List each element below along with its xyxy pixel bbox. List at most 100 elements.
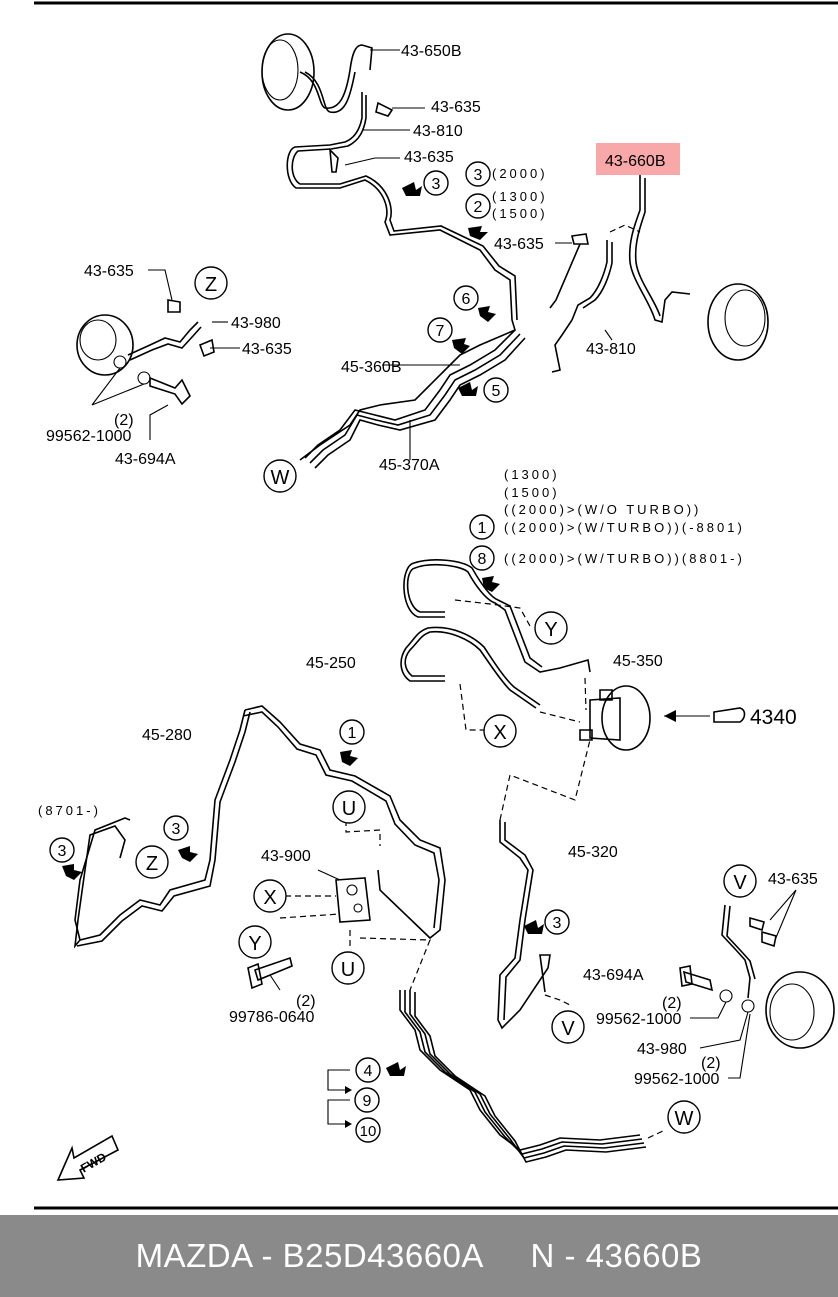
label-43-635-d: 43-635 [84,263,134,280]
rear-left-disc-shape [76,314,134,376]
circle-markers: 3 3 2 6 7 5 1 8 1 3 3 3 4 9 10 Z W Y X Z… [49,161,757,1143]
label-45-320: 45-320 [568,844,618,861]
label-43-694a-b: 43-694A [583,967,644,984]
label-43-980-a: 43-980 [231,315,281,332]
label-43-694a-a: 43-694A [115,451,176,468]
label-qty-c: (2) [701,1055,721,1072]
label-43-900: 43-900 [261,848,311,865]
clip-43-635-b-shape [329,147,339,173]
marker-3-a: 3 [432,176,441,193]
hose-43-660b-shape [628,175,691,324]
clip-43-635-d-shape [167,299,181,313]
top-brake-line-shape [286,92,516,461]
variant-2000-turbo-b: ((2000)>(W/TURBO))(8801-) [504,551,745,566]
rear-right-disc-shape [765,971,835,1049]
part-labels: 43-650B 43-635 43-810 43-635 43-660B 43-… [46,43,818,1176]
label-45-350: 45-350 [613,653,663,670]
label-43-650b: 43-650B [401,43,462,60]
pipe-45-360b-shape [304,329,516,459]
clip-43-635-a-shape [375,101,394,117]
bolt-99786-0640-shape [254,956,293,982]
label-43-635-f: 43-635 [768,871,818,888]
front-right-disc-shape [707,283,769,361]
variant-2000-turbo-a: ((2000)>(W/TURBO))(-8801) [504,520,745,535]
highlight-box [596,143,680,175]
marker-6: 6 [462,291,471,308]
direction-arrows-top [402,182,496,396]
marker-5: 5 [492,383,501,400]
master-cylinder-shape [579,685,651,751]
clip-43-635-c-shape [571,233,589,245]
pipe-bundle-bottom-shape [399,990,641,1151]
note-1500: (1500) [492,206,548,221]
variant-1500: (1500) [504,485,560,500]
marker-x-a: X [493,722,506,744]
label-43-635-e: 43-635 [242,341,292,358]
marker-y-a: Y [544,619,557,641]
marker-u-b: U [341,959,355,981]
label-99786: 99786-0640 [229,1009,315,1026]
bracket-lines [327,1069,350,1125]
part-number-caption: MAZDA - B25D43660A N - 43660B [135,1237,703,1274]
front-left-disc-shape [261,33,315,111]
note-1300: (1300) [492,189,548,204]
clip-43-635-e-shape [198,338,215,358]
marker-3-e: 3 [553,915,562,932]
marker-w-a: W [271,467,290,489]
label-43-660b: 43-660B [605,153,666,170]
label-43-635-b: 43-635 [404,149,454,166]
label-45-360b: 45-360B [341,359,402,376]
part-number-footer: MAZDA - B25D43660A N - 43660B [0,1215,838,1297]
variant-8701: (8701-) [38,803,101,818]
variant-2000-wo-turbo: ((2000)>(W/O TURBO)) [504,502,701,517]
bolt-43-694a-b-shape [682,970,714,992]
junction-block-43-900-shape [335,877,371,923]
marker-3-d: 3 [58,843,67,860]
variant-notes: (2000) (1300) (1500) (1300) (1500) ((200… [38,166,745,818]
pipe-45-280-shape [244,705,446,940]
label-qty-d: (2) [296,993,316,1010]
marker-z-a: Z [205,274,217,296]
label-qty-a: (2) [114,412,134,429]
marker-4: 4 [364,1063,373,1080]
marker-z-b: Z [146,853,158,875]
marker-7: 7 [436,323,445,340]
marker-1-a: 1 [478,520,487,537]
forward-arrow-icon [56,1134,120,1181]
label-45-280: 45-280 [142,727,192,744]
variant-1300: (1300) [504,467,560,482]
label-43-980-b: 43-980 [637,1041,687,1058]
clip-43-635-f-shape [749,916,765,932]
label-43-635-c: 43-635 [494,236,544,253]
label-qty-b: (2) [662,995,682,1012]
marker-3-b: 3 [474,167,483,184]
label-99562-b: 99562-1000 [596,1011,682,1028]
label-45-250: 45-250 [306,655,356,672]
bolt-43-694a-a-shape [149,376,191,406]
label-99562-a: 99562-1000 [46,428,132,445]
marker-x-b: X [263,887,276,909]
label-43-810-b: 43-810 [586,341,636,358]
label-99562-c: 99562-1000 [634,1071,720,1088]
hose-43-650b-shape [299,44,373,109]
marker-v-a: V [733,872,747,894]
label-43-635-a: 43-635 [431,99,481,116]
pointing-hand-icon [713,707,746,723]
marker-2: 2 [474,199,483,216]
leader-lines-top [148,49,641,460]
pipe-45-250-shape [404,630,537,709]
label-43-810-a: 43-810 [413,123,463,140]
marker-u-a: U [342,798,356,820]
label-45-370a: 45-370A [379,457,440,474]
parts-diagram: 43-650B 43-635 43-810 43-635 43-660B 43-… [34,1,838,1210]
marker-3-c: 3 [172,821,181,838]
marker-8: 8 [478,551,487,568]
marker-1-b: 1 [348,725,357,742]
direction-arrows-middle [62,576,544,1076]
marker-w-b: W [675,1108,694,1130]
hose-43-810-b-shape [571,240,608,321]
marker-9: 9 [363,1093,372,1110]
pipe-45-370a-shape [314,337,526,469]
pipe-45-350-shape [406,563,591,673]
label-4340: 4340 [750,706,797,729]
